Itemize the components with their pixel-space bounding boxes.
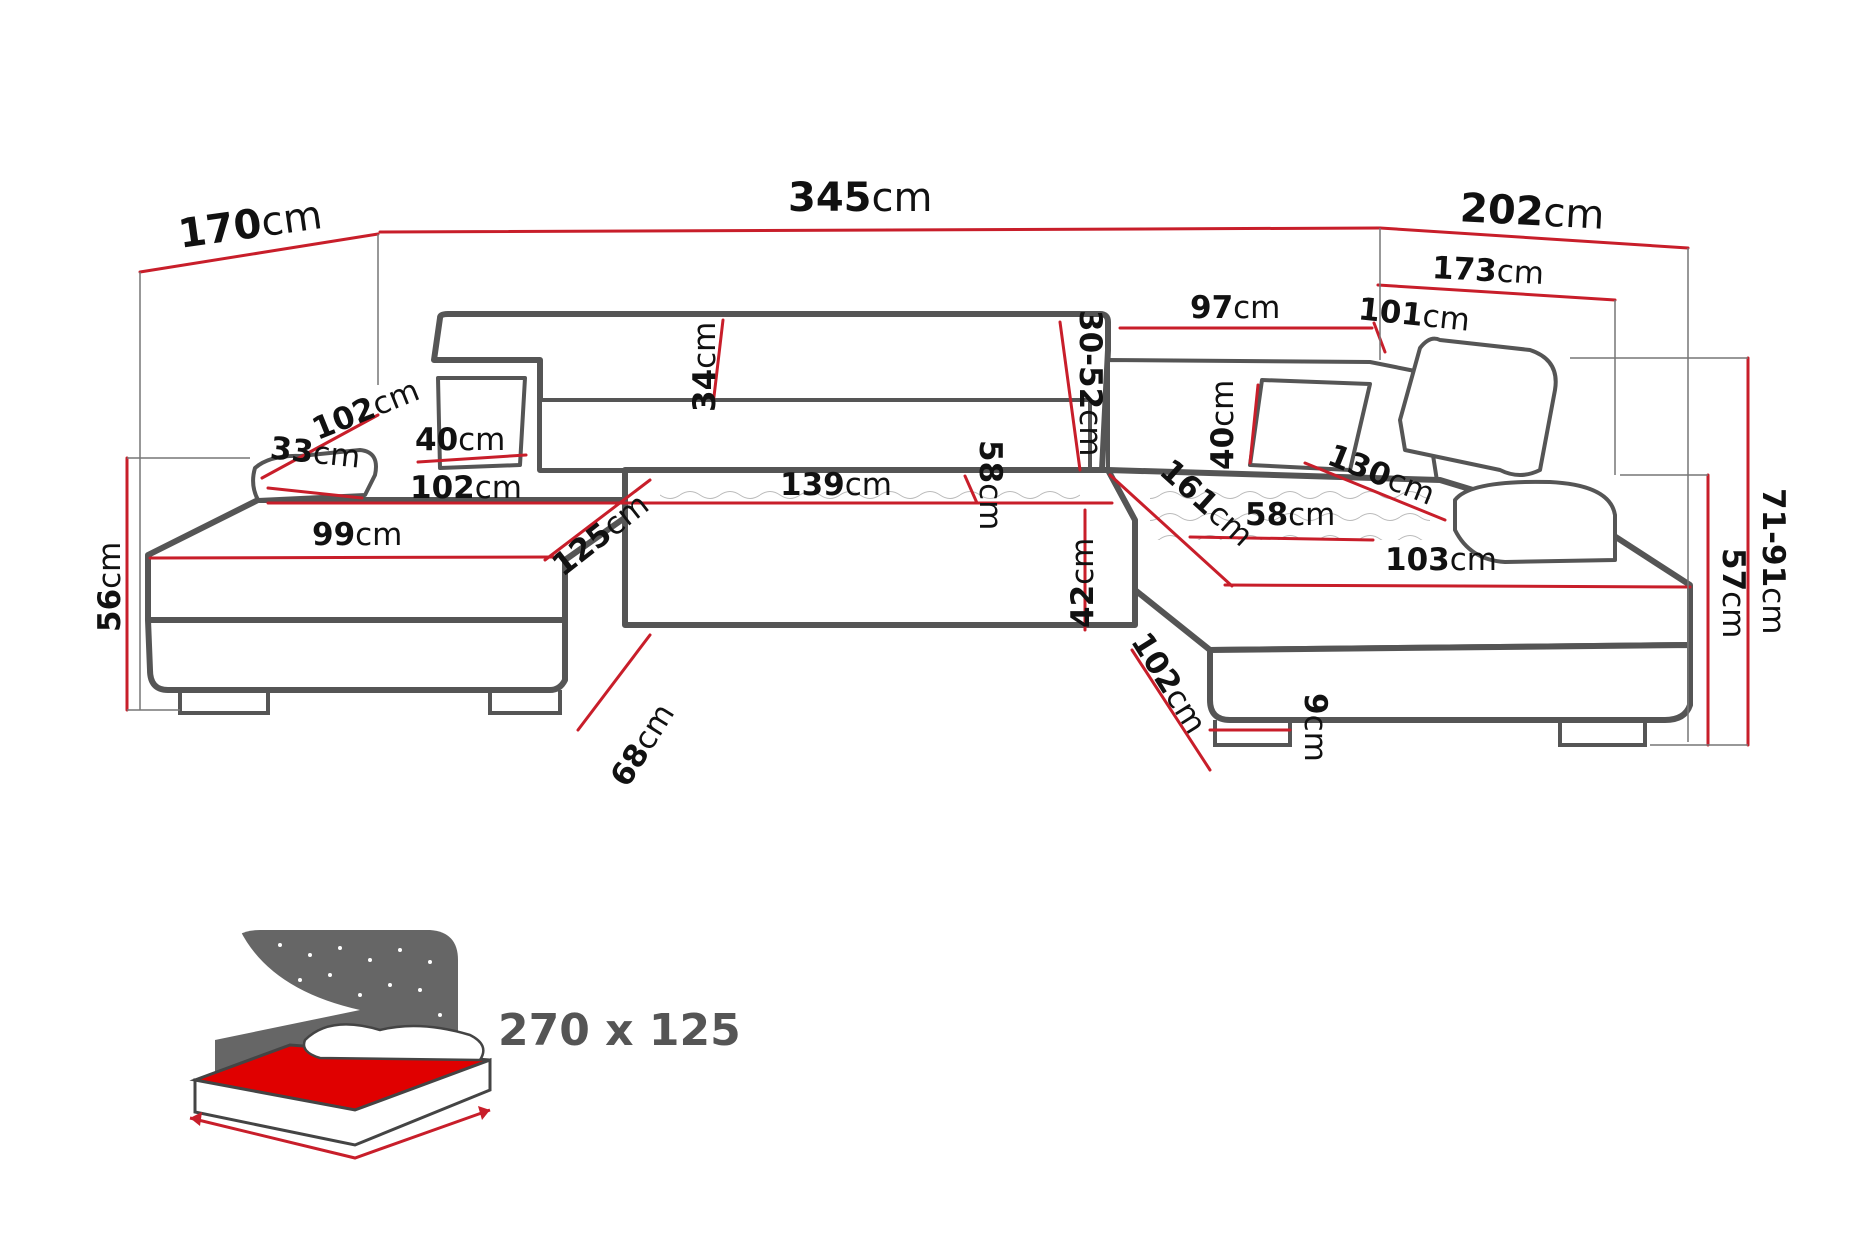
left-pillow [436,376,527,470]
seat-stitching [660,480,1080,510]
right-headrest [1398,336,1558,477]
dim-center-seat-width: 139cm [780,467,892,503]
right-chaise-base [1207,642,1693,723]
dim-left-height: 56cm [92,541,128,632]
left-chaise-base [145,617,568,693]
dim-headrest-adjust: 30-52cm [1072,310,1108,457]
dimension-lines [125,226,1750,772]
dim-backrest-height: 34cm [687,321,723,412]
dim-left-cushion-width: 40cm [415,422,506,458]
dim-left-armrest-width: 33cm [268,430,363,476]
bed-size-label: 270 x 125 [498,1005,741,1056]
dim-right-cushion-height: 40cm [1205,379,1241,470]
seat-stitching-right [1150,480,1430,540]
dim-center-seat-depth: 58cm [972,440,1008,531]
dim-right-back-width: 97cm [1190,290,1281,326]
dim-seat-height: 42cm [1065,537,1101,628]
right-armrest [1453,479,1617,564]
dim-left-chaise-width: 99cm [312,517,403,553]
dim-total-width: 345cm [788,175,933,221]
dim-total-depth-right: 202cm [1458,185,1606,239]
left-armrest [251,448,378,502]
dim-total-height: 71-91cm [1755,488,1791,635]
bed-pillows [302,1023,485,1062]
bed-icon [189,930,492,1160]
dim-right-chaise-width: 103cm [1385,542,1497,578]
bed-width-arrow [189,1108,491,1160]
dim-right-module-depth: 173cm [1431,250,1545,292]
bed-mattress-side [193,1057,492,1147]
sofa-legs [178,690,1647,747]
dim-leg-height: 9cm [1297,693,1333,762]
dim-right-seat-inner: 58cm [1245,497,1336,533]
dim-right-arm-height: 57cm [1715,548,1751,639]
extension-lines [127,228,1748,746]
dim-left-back-width: 102cm [410,470,522,506]
